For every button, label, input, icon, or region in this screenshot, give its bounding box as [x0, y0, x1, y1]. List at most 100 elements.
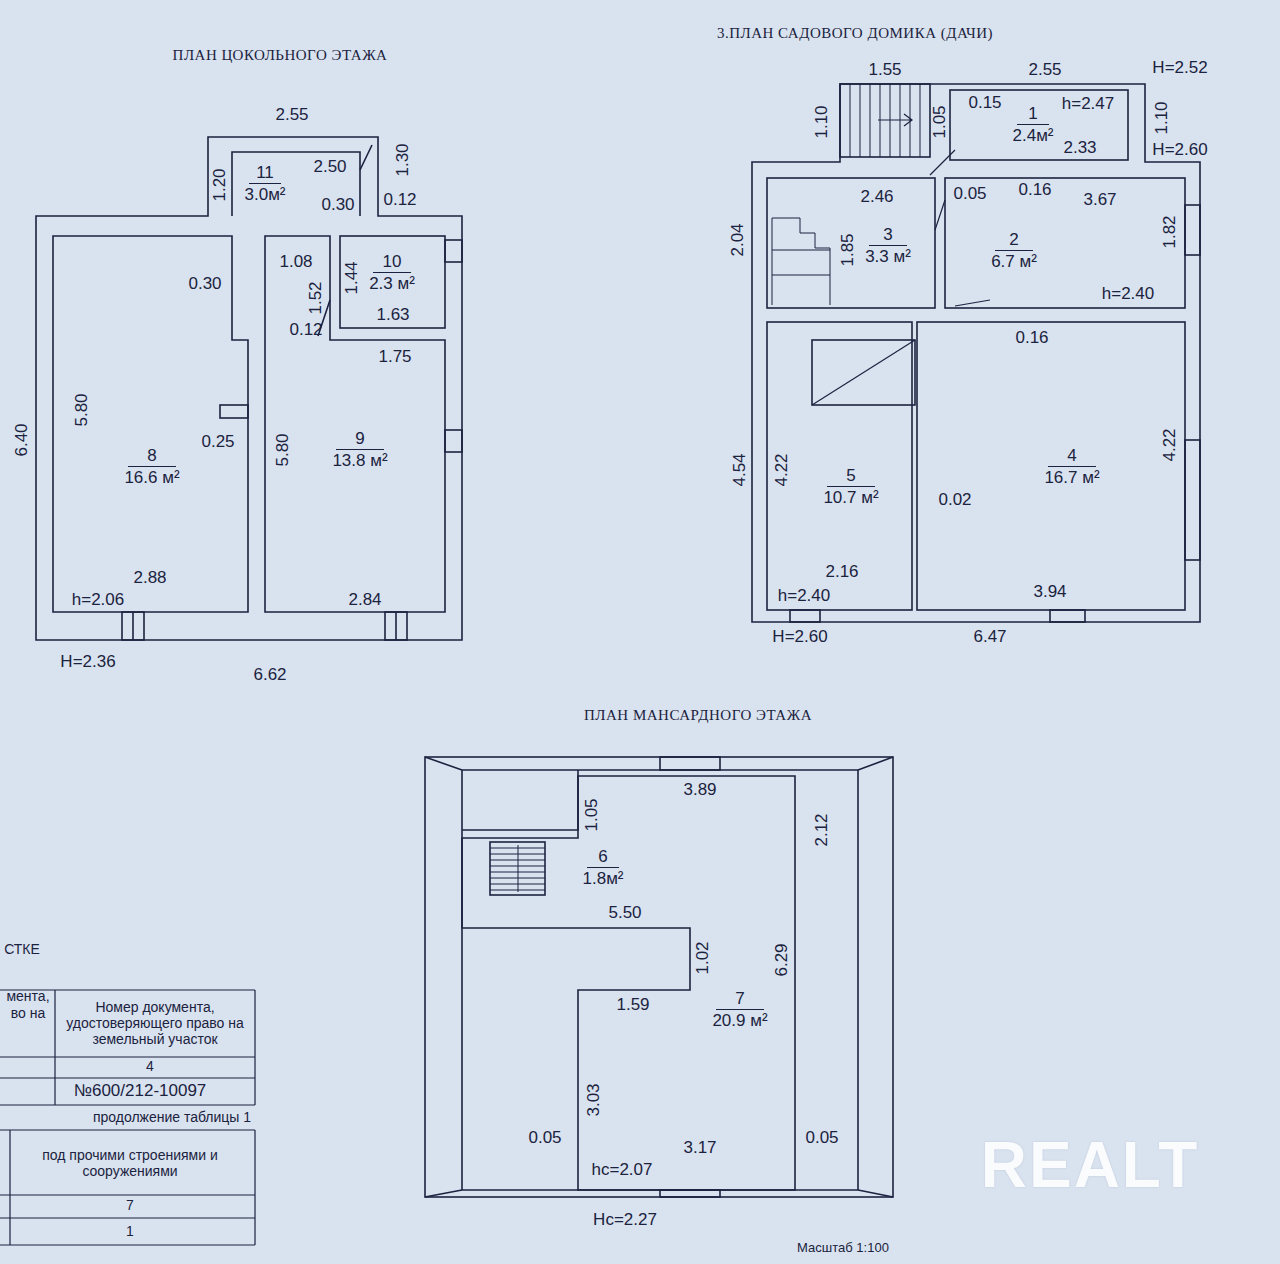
dimension-label: 6.40	[13, 423, 32, 456]
table-cell: во на	[11, 1006, 45, 1021]
room-label: 416.7 м²	[1041, 444, 1102, 489]
dimension-label: 4.22	[773, 453, 792, 486]
dimension-label: 0.30	[321, 196, 354, 215]
dimension-label: 6.29	[773, 943, 792, 976]
dimension-label: 2.16	[825, 563, 858, 582]
dimension-label: 0.16	[1018, 181, 1051, 200]
basement-walls	[36, 137, 462, 640]
room-label: 12.4м²	[1010, 102, 1057, 147]
dimension-label: 3.94	[1033, 583, 1066, 602]
dimension-label: 2.55	[275, 106, 308, 125]
plan-heading: ПЛАН МАНСАРДНОГО ЭТАЖА	[584, 707, 812, 724]
dimension-label: 1.08	[279, 253, 312, 272]
room-number: 6	[587, 847, 620, 868]
dimension-label: 3.03	[585, 1083, 604, 1116]
dimension-label: H=2.36	[60, 653, 115, 672]
room-area: 3.3 м²	[865, 247, 911, 267]
table-cell: СТКЕ	[4, 942, 40, 957]
dimension-label: 2.50	[313, 158, 346, 177]
dimension-label: 4.22	[1161, 428, 1180, 461]
dimension-label: 1.44	[343, 261, 362, 294]
dimension-label: 2.33	[1063, 139, 1096, 158]
dimension-label: 0.12	[289, 321, 322, 340]
dimension-label: 3.67	[1083, 191, 1116, 210]
room-area: 10.7 м²	[823, 488, 878, 508]
room-area: 16.7 м²	[1044, 468, 1099, 488]
dimension-label: 1.85	[839, 233, 858, 266]
dimension-label: 1.63	[376, 306, 409, 325]
room-number: 2	[995, 230, 1033, 251]
dimension-label: 0.16	[1015, 329, 1048, 348]
dimension-label: 1.10	[1153, 101, 1172, 134]
dimension-label: h=2.47	[1062, 95, 1114, 114]
dimension-label: №600/212-10097	[74, 1082, 207, 1101]
dimension-label: 3.17	[683, 1139, 716, 1158]
room-label: 510.7 м²	[820, 464, 881, 509]
dimension-label: 0.12	[383, 191, 416, 210]
room-number: 11	[249, 163, 282, 184]
dimension-label: 2.46	[860, 188, 893, 207]
table-cell: Номер документа, удостоверяющего право н…	[60, 999, 250, 1047]
dimension-label: 1.05	[931, 105, 950, 138]
dimension-label: 1.02	[694, 941, 713, 974]
dimension-label: 0.25	[201, 433, 234, 452]
room-label: 102.3 м²	[366, 250, 418, 295]
dimension-label: 6.62	[253, 666, 286, 685]
document-table	[0, 990, 255, 1245]
dimension-label: H=2.52	[1152, 59, 1207, 78]
plan-heading: 3.ПЛАН САДОВОГО ДОМИКА (ДАЧИ)	[717, 25, 993, 42]
room-number: 8	[128, 446, 175, 467]
room-label: 61.8м²	[580, 845, 627, 890]
table-cell: продолжение таблицы 1	[93, 1110, 251, 1125]
room-number: 9	[336, 429, 383, 450]
room-number: 7	[716, 989, 763, 1010]
dimension-label: 1.52	[307, 281, 326, 314]
dimension-label: 5.80	[274, 433, 293, 466]
room-label: 33.3 м²	[862, 223, 914, 268]
dimension-label: 0.05	[528, 1129, 561, 1148]
dimension-label: h=2.40	[778, 587, 830, 606]
room-area: 6.7 м²	[991, 252, 1037, 272]
dimension-label: 5.50	[608, 904, 641, 923]
dimension-label: 2.88	[133, 569, 166, 588]
dimension-label: 3.89	[683, 781, 716, 800]
room-area: 20.9 м²	[712, 1011, 767, 1031]
dimension-label: hc=2.07	[592, 1161, 653, 1180]
watermark: REALT	[981, 1130, 1200, 1200]
dimension-label: h=2.06	[72, 591, 124, 610]
room-area: 2.3 м²	[369, 274, 415, 294]
dimension-label: 1.59	[616, 996, 649, 1015]
room-number: 4	[1048, 446, 1095, 467]
room-area: 13.8 м²	[332, 451, 387, 471]
dimension-label: 1.82	[1161, 215, 1180, 248]
plan-heading: ПЛАН ЦОКОЛЬНОГО ЭТАЖА	[173, 47, 388, 64]
room-label: 26.7 м²	[988, 228, 1040, 273]
room-label: 816.6 м²	[121, 444, 182, 489]
dimension-label: 0.15	[968, 94, 1001, 113]
room-area: 2.4м²	[1013, 126, 1054, 146]
dimension-label: h=2.40	[1102, 285, 1154, 304]
dimension-label: 2.84	[348, 591, 381, 610]
dimension-label: 2.55	[1028, 61, 1061, 80]
table-cell: 4	[146, 1059, 154, 1074]
dimension-label: 2.04	[729, 223, 748, 256]
room-number: 10	[373, 252, 411, 273]
room-area: 16.6 м²	[124, 468, 179, 488]
dimension-label: 0.05	[805, 1129, 838, 1148]
room-number: 1	[1017, 104, 1050, 125]
dimension-label: H=2.60	[772, 628, 827, 647]
table-cell: 1	[126, 1224, 134, 1239]
dimension-label: 5.80	[73, 393, 92, 426]
mansard-walls	[425, 757, 893, 1197]
dimension-label: 1.20	[211, 168, 230, 201]
room-number: 5	[827, 466, 874, 487]
house-walls	[752, 84, 1200, 622]
dimension-label: 1.30	[394, 143, 413, 176]
table-cell: 7	[126, 1198, 134, 1213]
dimension-label: 1.75	[378, 348, 411, 367]
dimension-label: 1.10	[813, 105, 832, 138]
dimension-label: 6.47	[973, 628, 1006, 647]
room-area: 1.8м²	[583, 869, 624, 889]
dimension-label: 2.12	[813, 813, 832, 846]
